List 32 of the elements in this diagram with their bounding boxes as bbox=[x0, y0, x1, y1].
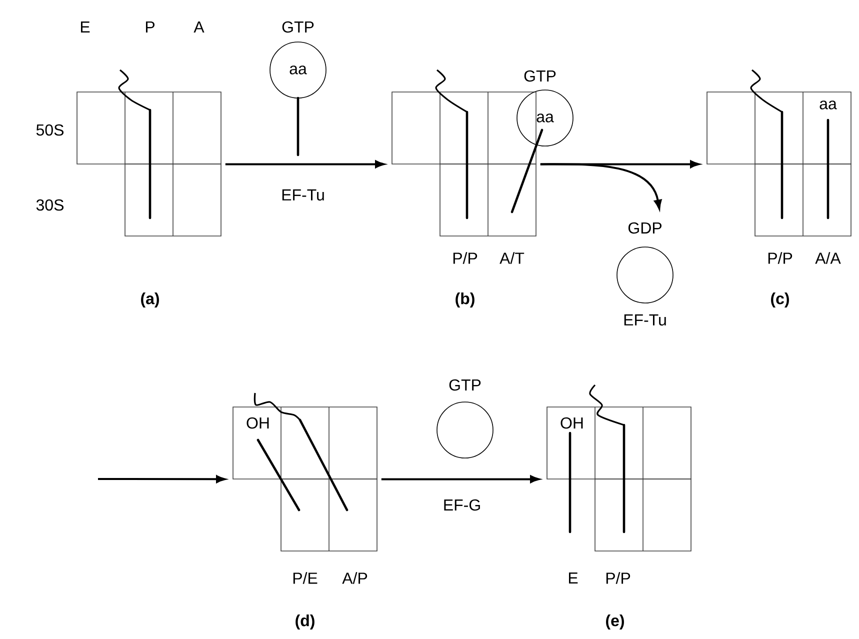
panel-label: (e) bbox=[606, 614, 624, 630]
arrow bbox=[98, 475, 226, 483]
site-label: E bbox=[568, 572, 578, 584]
factor-label: GTP bbox=[282, 21, 314, 33]
arrow bbox=[381, 475, 540, 484]
amino-acid-label: aa bbox=[820, 100, 837, 110]
site-label: P/P bbox=[606, 572, 630, 584]
factor-label: GTP bbox=[524, 70, 556, 82]
site-label: A/P bbox=[342, 572, 368, 584]
subunit-label: 30S bbox=[36, 199, 64, 211]
factor-label: GDP bbox=[628, 222, 662, 234]
site-label: E bbox=[81, 22, 90, 32]
hydroxyl-label: OH bbox=[246, 417, 269, 429]
factor-label: GTP bbox=[449, 379, 481, 391]
factor-label: EF-Tu bbox=[624, 314, 666, 326]
panel-label: (a) bbox=[141, 292, 159, 308]
subunit-label: 50S bbox=[36, 124, 64, 136]
edge-label: EF-Tu bbox=[280, 188, 326, 202]
site-label: P/P bbox=[453, 252, 478, 264]
panel-label: (d) bbox=[296, 614, 314, 630]
site-label: A/T bbox=[500, 252, 524, 264]
hydroxyl-label: OH bbox=[560, 417, 583, 429]
site-label: P/P bbox=[768, 252, 792, 264]
site-label: P/E bbox=[293, 572, 318, 584]
panel-label: (b) bbox=[456, 292, 474, 308]
arrow bbox=[225, 160, 385, 168]
site-label: A bbox=[194, 22, 204, 32]
site-label: A/A bbox=[815, 252, 841, 264]
panel-label: (c) bbox=[771, 292, 789, 308]
site-label: P bbox=[146, 22, 154, 32]
arrow bbox=[540, 163, 662, 210]
edge-label: EF-G bbox=[442, 498, 482, 512]
